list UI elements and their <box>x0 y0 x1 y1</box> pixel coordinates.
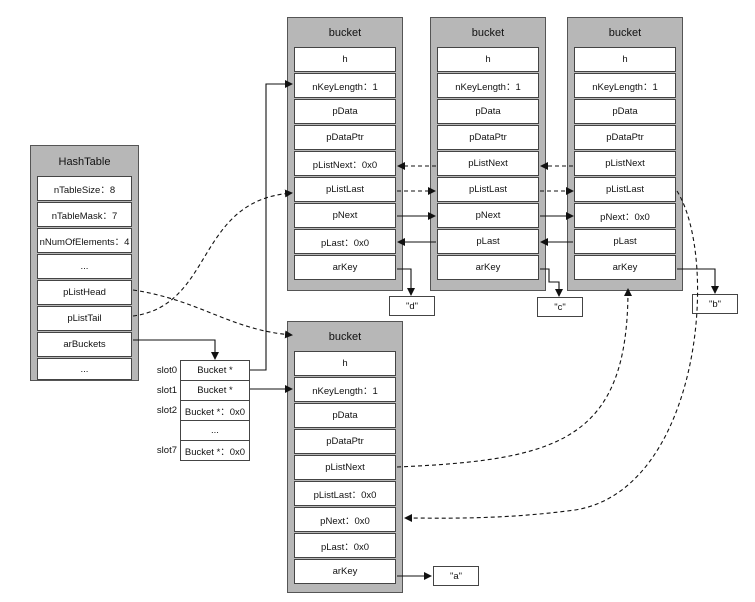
slot-label: slot7 <box>156 445 177 456</box>
arkey-arrow-b <box>677 268 719 294</box>
hashtable-field: ... <box>37 254 132 279</box>
bucket-title: bucket <box>608 27 642 39</box>
bucket-field: pListNext <box>437 151 539 176</box>
hashtable-title: HashTable <box>58 156 111 168</box>
key-a: "a" <box>433 566 479 586</box>
bucket-field: pLast：0x0 <box>294 533 396 558</box>
slot-cell: Bucket * <box>181 361 249 381</box>
hashtable-field: ... <box>37 358 132 380</box>
bucket-field: pListNext <box>574 151 676 176</box>
slot-cell: Bucket * <box>181 381 249 401</box>
bucket-field: pData <box>437 99 539 124</box>
bucket-field: pListLast：0x0 <box>294 481 396 506</box>
slot-label: slot1 <box>156 385 177 396</box>
bucket-field: nKeyLength：1 <box>437 73 539 98</box>
hashtable-struct: HashTable nTableSize：8 nTableMask：7 nNum… <box>30 145 139 381</box>
hashtable-field: nTableMask：7 <box>37 202 132 227</box>
arkey-arrow-d <box>397 268 415 296</box>
bucket-field: arKey <box>437 255 539 280</box>
slot0-arrow <box>250 80 293 371</box>
buckets-array: Bucket * Bucket * Bucket *：0x0 ... Bucke… <box>180 360 250 461</box>
hashtable-field: nNumOfElements：4 <box>37 228 132 253</box>
bucket-field: h <box>437 47 539 72</box>
key-b: "b" <box>692 294 738 314</box>
bucket-field: pNext：0x0 <box>294 507 396 532</box>
key-c: "c" <box>537 297 583 317</box>
arbuckets-arrow <box>133 339 219 360</box>
bucket-field: pListNext <box>294 455 396 480</box>
bucket-field: pData <box>294 403 396 428</box>
plisttail-arrow <box>132 189 293 317</box>
bucket-field: pDataPtr <box>294 429 396 454</box>
plistnext-arrow-a-to-b <box>396 288 632 468</box>
bucket-field: pListLast <box>294 177 396 202</box>
bucket-c: bucket h nKeyLength：1 pData pDataPtr pLi… <box>430 17 546 291</box>
bucket-field: pListLast <box>437 177 539 202</box>
bucket-field: pDataPtr <box>574 125 676 150</box>
hashtable-field: nTableSize：8 <box>37 176 132 201</box>
bucket-d: bucket h nKeyLength：1 pData pDataPtr pLi… <box>287 17 403 291</box>
bucket-field: pNext <box>437 203 539 228</box>
slot-cell: ... <box>181 421 249 441</box>
bucket-title: bucket <box>328 331 362 343</box>
hashtable-field-plisthead: pListHead <box>37 280 132 305</box>
hashtable-field-plisttail: pListTail <box>37 306 132 331</box>
bucket-field: pLast <box>437 229 539 254</box>
bucket-field: arKey <box>294 255 396 280</box>
bucket-a: bucket h nKeyLength：1 pData pDataPtr pLi… <box>287 321 403 593</box>
bucket-field: pNext：0x0 <box>574 203 676 228</box>
slot-label: slot2 <box>156 405 177 416</box>
key-d: "d" <box>389 296 435 316</box>
plisthead-arrow <box>132 289 293 339</box>
bucket-title: bucket <box>328 27 362 39</box>
slot-label: slot0 <box>156 365 177 376</box>
slot-cell: Bucket *：0x0 <box>181 401 249 421</box>
bucket-field: pListNext：0x0 <box>294 151 396 176</box>
slot-cell: Bucket *：0x0 <box>184 447 246 458</box>
bucket-field: pDataPtr <box>437 125 539 150</box>
bucket-field: arKey <box>574 255 676 280</box>
bucket-field: pLast <box>574 229 676 254</box>
bucket-field: pListLast <box>574 177 676 202</box>
bucket-field: nKeyLength：1 <box>574 73 676 98</box>
bucket-field: h <box>294 351 396 376</box>
bucket-field: pData <box>574 99 676 124</box>
bucket-field: pNext <box>294 203 396 228</box>
bucket-title: bucket <box>471 27 505 39</box>
plistlast-arrow-b-to-a <box>404 190 698 523</box>
bucket-field: h <box>294 47 396 72</box>
bucket-field: pLast：0x0 <box>294 229 396 254</box>
bucket-field: h <box>574 47 676 72</box>
bucket-field: arKey <box>294 559 396 584</box>
bucket-b: bucket h nKeyLength：1 pData pDataPtr pLi… <box>567 17 683 291</box>
bucket-field: nKeyLength：1 <box>294 73 396 98</box>
bucket-field: pData <box>294 99 396 124</box>
bucket-field: nKeyLength：1 <box>294 377 396 402</box>
hashtable-field-arbuckets: arBuckets <box>37 332 132 357</box>
bucket-field: pDataPtr <box>294 125 396 150</box>
arkey-arrow-c <box>540 268 563 297</box>
